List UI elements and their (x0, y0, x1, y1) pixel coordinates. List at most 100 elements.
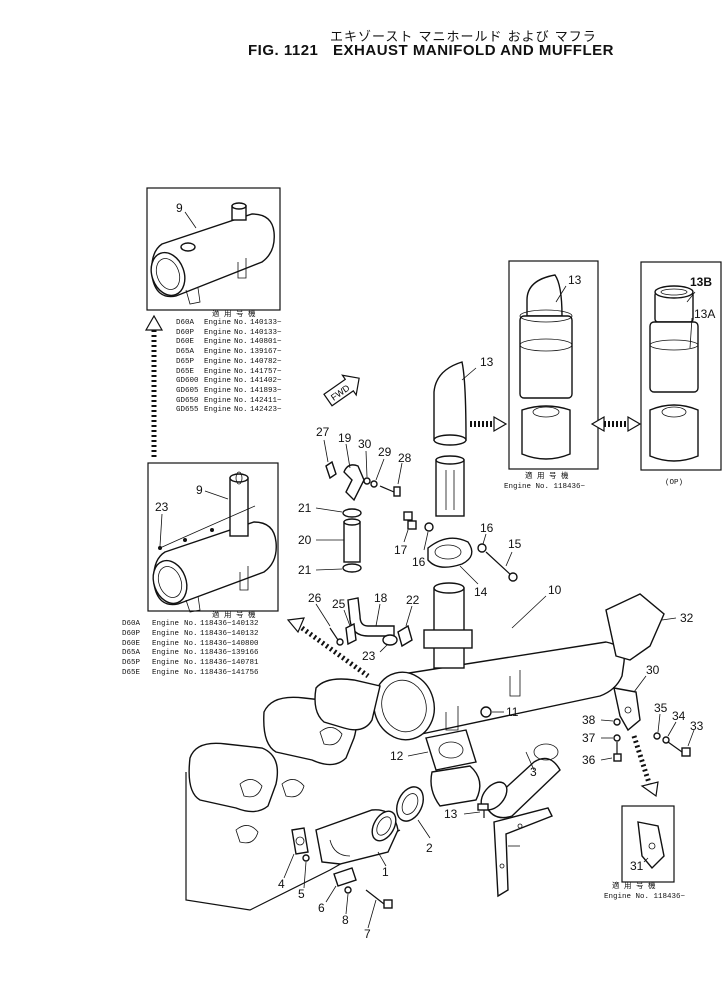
applicability-label: Engine (204, 338, 232, 347)
arrow-to-inset-old (286, 617, 370, 679)
engine-block (185, 678, 401, 911)
clip-24 (345, 622, 357, 646)
leader-23 (379, 643, 389, 653)
japanese-title: エキゾースト マニホールド および マフラ (330, 30, 597, 45)
leader-31 (661, 617, 677, 621)
applicability-serial: 118436~140132 (200, 620, 259, 628)
hose-20 (343, 518, 361, 563)
leader-33 (667, 721, 677, 737)
bolt-25 (329, 627, 344, 646)
callout-36: 37 (582, 731, 596, 745)
leader-1 (377, 851, 387, 867)
washer-8 (344, 886, 352, 894)
arrow-between-insets (590, 415, 642, 433)
gasket-4 (291, 827, 309, 855)
leader-10 (407, 751, 429, 757)
applicability-model: D65E (176, 367, 195, 376)
callout-25: 26 (308, 591, 322, 605)
leader-14 (459, 565, 479, 585)
applicability-label: Engine (204, 348, 232, 357)
callout-21-lower: 21 (298, 563, 312, 577)
callout-17: 17 (394, 543, 408, 557)
muffler-9 (373, 582, 625, 741)
applicability-label: Engine (204, 406, 232, 415)
nut-17 (403, 511, 417, 530)
applicability-no: No. (184, 639, 198, 648)
callout-15: 15 (508, 537, 522, 551)
leader-16b (423, 531, 429, 551)
applicability-no: No. (234, 406, 248, 415)
callout-33: 34 (672, 709, 686, 723)
applicability-no: No. (184, 668, 198, 677)
callout-37: 38 (582, 713, 596, 727)
applicability-model: D60E (122, 639, 141, 648)
leader-30-inset (643, 857, 649, 863)
applicability-label: Engine (204, 328, 232, 337)
callout-5: 5 (298, 887, 305, 901)
clamp-ring-2 (396, 786, 424, 822)
applicability-model: D65P (122, 659, 141, 668)
callout-9-top: 9 (176, 201, 183, 215)
callout-32: 33 (690, 719, 704, 733)
applicability-serial: 118436~139166 (200, 649, 259, 658)
callout-24: 25 (332, 597, 346, 611)
clip-26 (325, 460, 337, 480)
washer-16b (424, 522, 434, 532)
figure-number: FIG. 1121 (248, 42, 319, 59)
figure-title: FIG. 1121 EXHAUST MANIFOLD AND MUFFLER (248, 42, 624, 59)
leader-13-inset (555, 285, 567, 303)
callout-2: 2 (426, 841, 433, 855)
applicability-label: Engine (204, 319, 232, 327)
leader-29 (365, 450, 368, 478)
inset-13a-option: (OP) (665, 479, 683, 487)
inset-muffler-new-frame (146, 187, 281, 311)
applicability-no: No. (184, 620, 198, 628)
callout-13-inset: 13 (568, 273, 582, 287)
pipe-3 (480, 743, 561, 819)
clip-23 (382, 634, 398, 646)
bolt-11 (477, 803, 489, 818)
applicability-no: No. (234, 377, 248, 386)
applicability-no: No. (184, 659, 198, 668)
applicability-label: Engine (152, 620, 180, 628)
applicability-label: Engine (152, 659, 180, 668)
applicability-model: D60A (122, 620, 141, 628)
applicability-serial: 118436~140132 (200, 629, 259, 638)
leader-13b (686, 291, 696, 303)
bracket-30 (613, 687, 641, 732)
applicability-label: Engine (204, 386, 232, 395)
leader-35 (600, 757, 613, 761)
inset-30-bracket (637, 821, 665, 870)
clamp-14 (427, 537, 473, 568)
leader-3 (525, 751, 535, 771)
applicability-label: Engine (204, 396, 232, 405)
callout-16b: 16 (412, 555, 426, 569)
callout-9-mid: 9 (196, 483, 203, 497)
leader-9-mid (204, 490, 229, 500)
leader-8 (345, 893, 349, 915)
washer-29 (363, 477, 371, 485)
applicability-label: Engine (152, 649, 180, 658)
callout-21-upper: 21 (298, 501, 312, 515)
applicability-top: 適 用 号 機 (212, 308, 256, 319)
callout-9-main: 10 (548, 583, 562, 597)
arrow-to-inset-13 (470, 415, 508, 433)
washer-37 (613, 718, 621, 726)
leader-16 (482, 533, 487, 545)
exhaust-manifold-1 (315, 809, 399, 865)
applicability-model: GD650 (176, 396, 199, 405)
callout-23: 23 (362, 649, 376, 663)
inset-13-heading: 適 用 号 機 (525, 470, 569, 481)
inset-muffler-old (152, 471, 277, 613)
applicability-model: GD605 (176, 386, 199, 395)
applicability-label: Engine (204, 357, 232, 366)
bolt-32 (667, 741, 691, 757)
inset-13a-frame (640, 261, 722, 471)
